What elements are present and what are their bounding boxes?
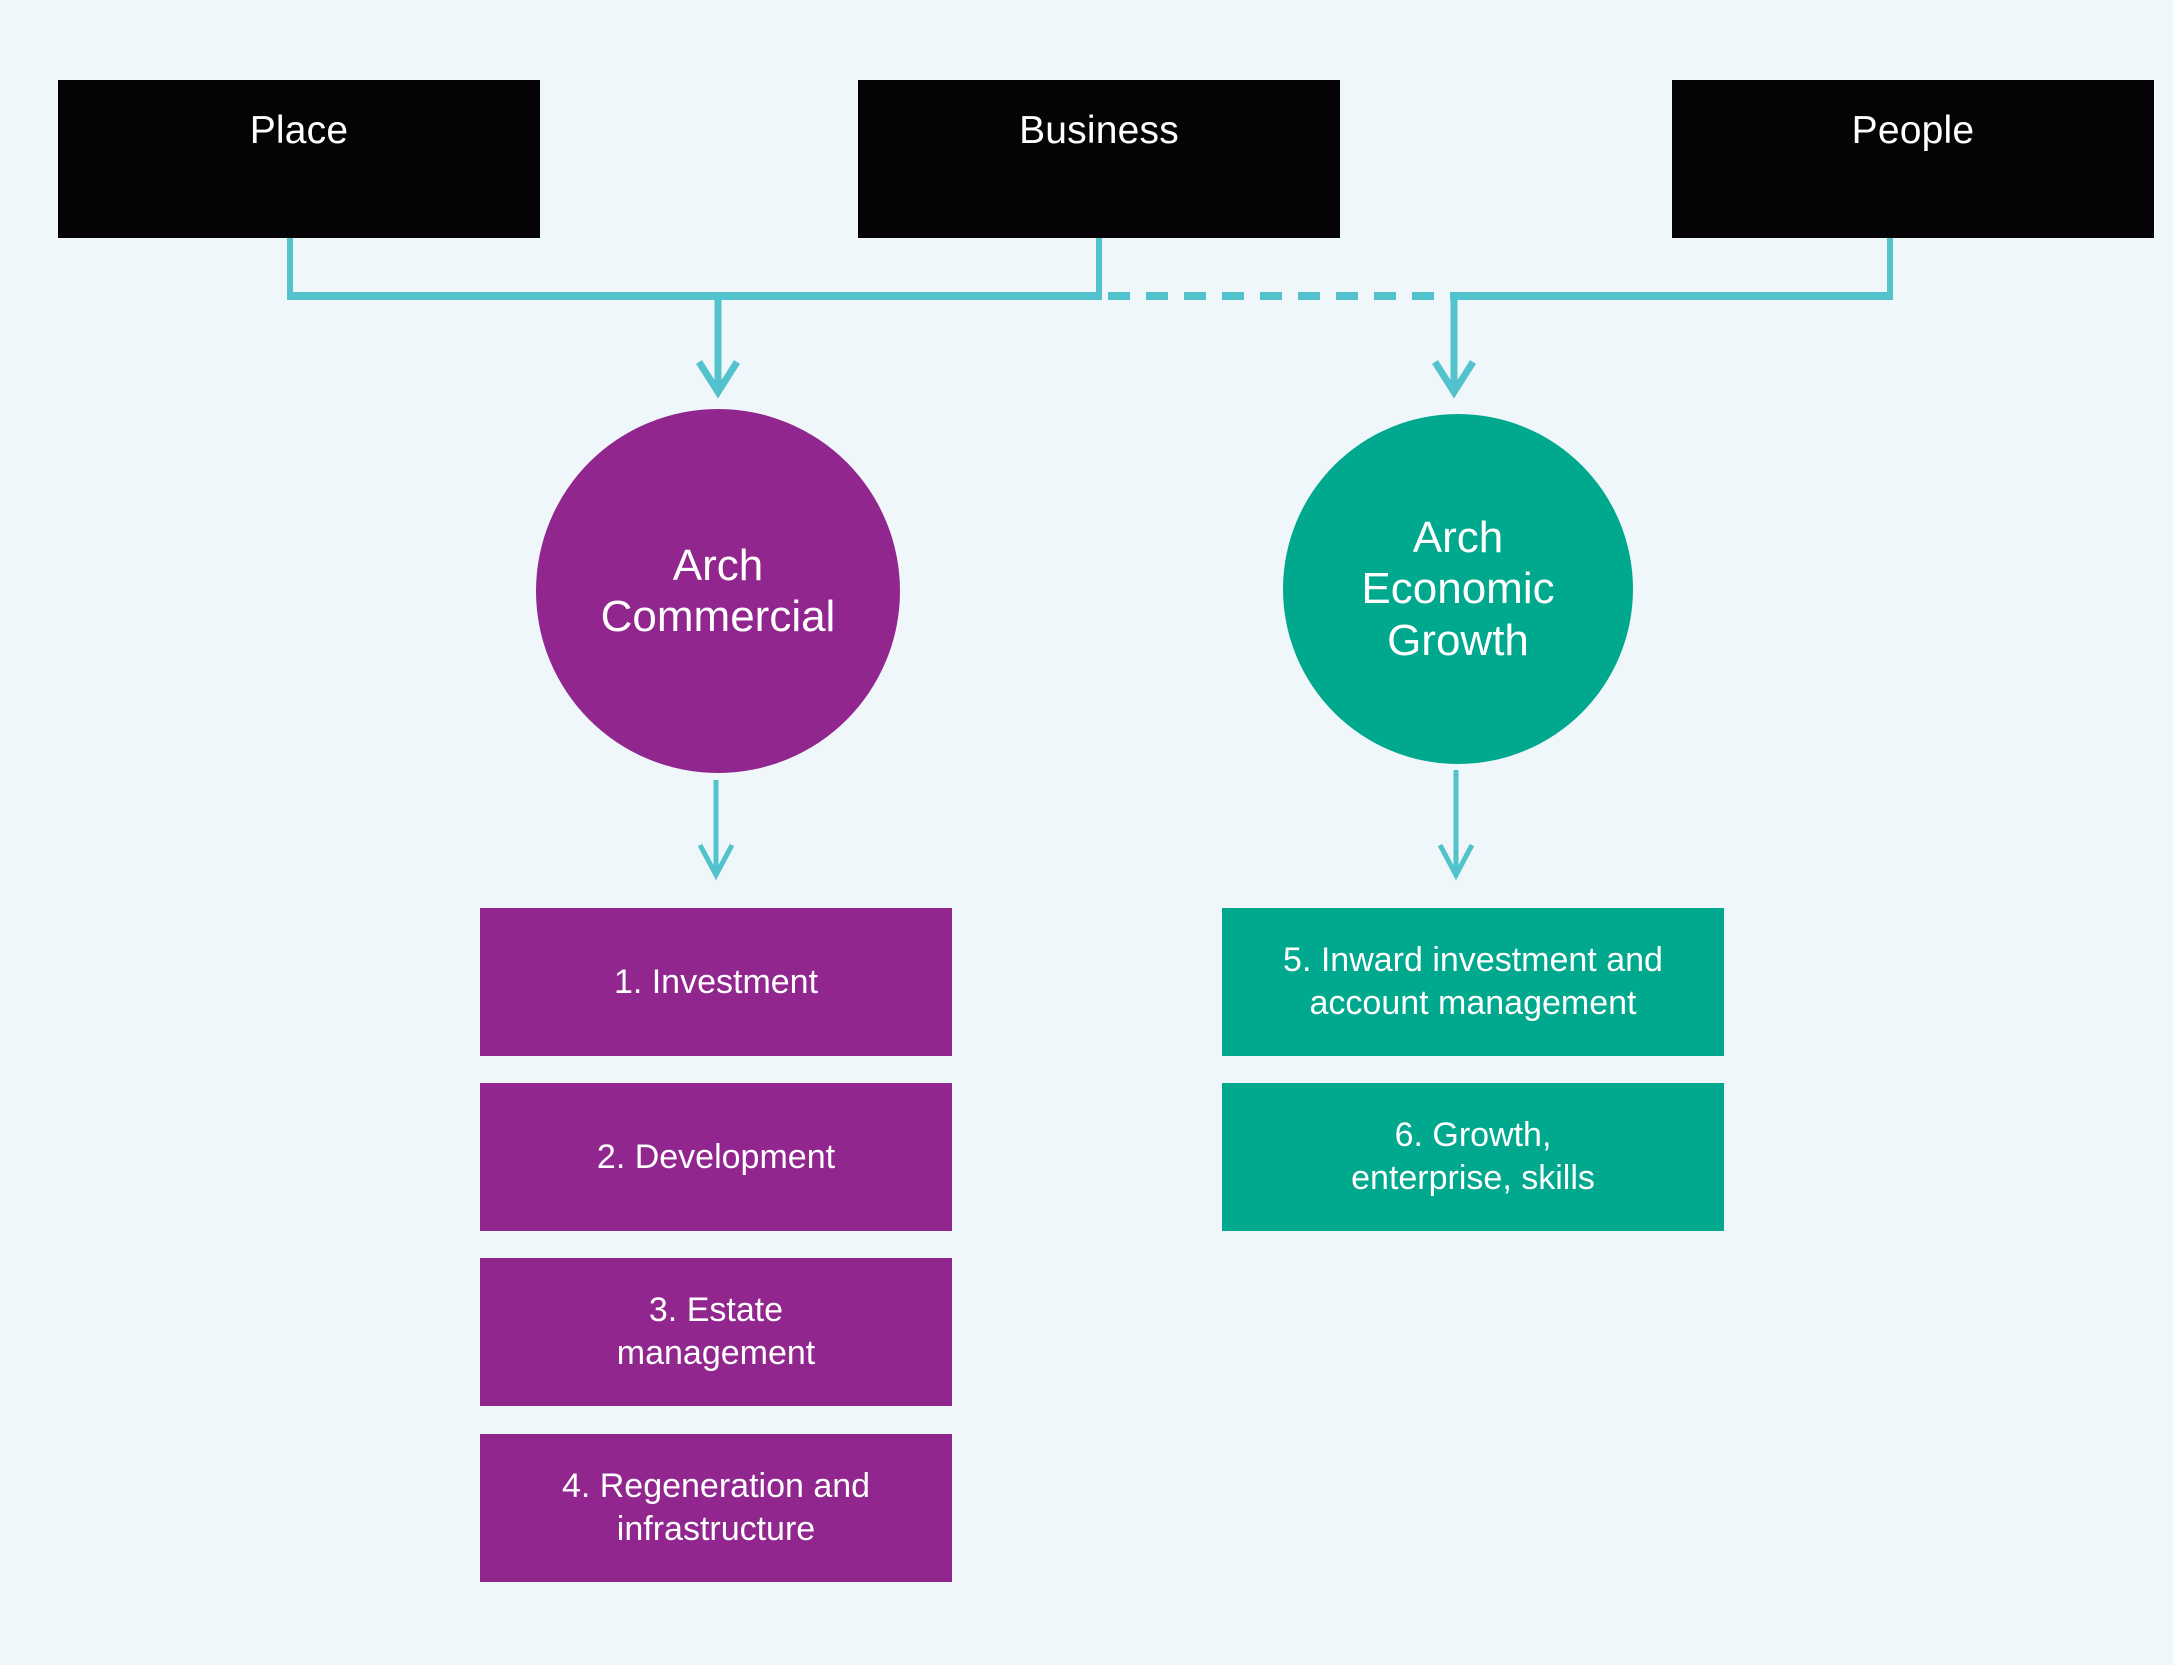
growth-item-growth-enterprise-skills[interactable]: 6. Growth, enterprise, skills: [1222, 1083, 1724, 1231]
growth-item-inward-investment[interactable]: 5. Inward investment and account managem…: [1222, 908, 1724, 1056]
hub-arch-commercial-label: Arch Commercial: [600, 540, 836, 641]
arrow-arch-commercial-to-items-head: [697, 843, 735, 881]
arrow-bus-to-arch-growth-head: [1432, 360, 1476, 399]
commercial-item-regeneration-infrastructure-label: 4. Regeneration and infrastructure: [561, 1467, 871, 1548]
top-box-business-label: Business: [1019, 109, 1179, 152]
commercial-item-investment[interactable]: 1. Investment: [480, 908, 952, 1056]
hub-arch-economic-growth[interactable]: Arch Economic Growth: [1283, 414, 1633, 764]
commercial-item-development[interactable]: 2. Development: [480, 1083, 952, 1231]
hub-arch-economic-growth-label: Arch Economic Growth: [1361, 513, 1555, 665]
commercial-item-development-label: 2. Development: [596, 1137, 836, 1176]
top-box-business[interactable]: Business: [858, 80, 1340, 238]
arrow-bus-to-arch-commercial-head: [696, 360, 740, 399]
commercial-item-estate-management[interactable]: 3. Estate management: [480, 1258, 952, 1406]
growth-item-growth-enterprise-skills-label: 6. Growth, enterprise, skills: [1351, 1116, 1595, 1197]
commercial-item-investment-label: 1. Investment: [613, 962, 819, 1001]
hub-arch-commercial[interactable]: Arch Commercial: [536, 409, 900, 773]
top-box-people-label: People: [1851, 109, 1975, 152]
commercial-item-estate-management-label: 3. Estate management: [616, 1291, 816, 1372]
growth-item-inward-investment-label: 5. Inward investment and account managem…: [1283, 941, 1663, 1022]
arrow-arch-growth-to-items-head: [1437, 843, 1475, 881]
top-box-people[interactable]: People: [1672, 80, 2154, 238]
commercial-item-regeneration-infrastructure[interactable]: 4. Regeneration and infrastructure: [480, 1434, 952, 1582]
top-box-place[interactable]: Place: [58, 80, 540, 238]
top-box-place-label: Place: [249, 109, 349, 152]
